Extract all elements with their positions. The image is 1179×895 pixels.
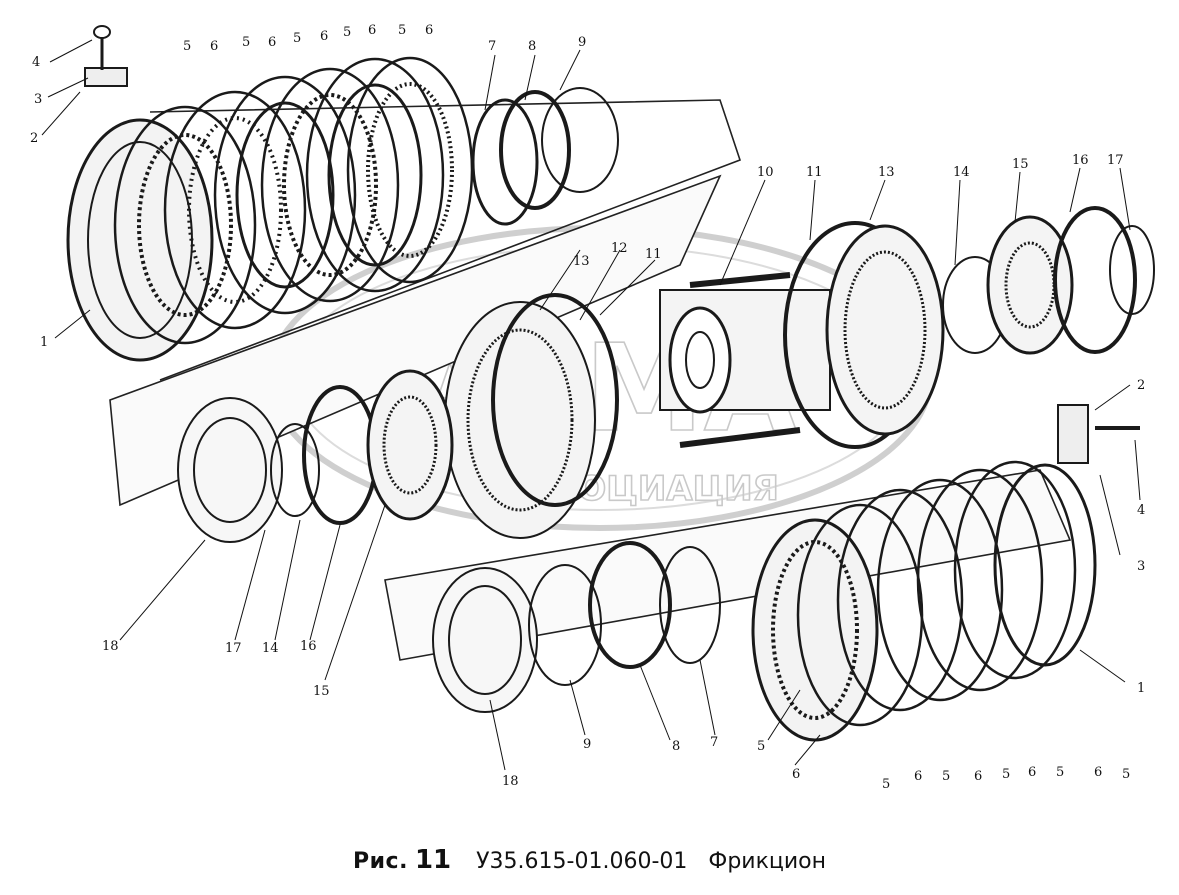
callout-13: 13 bbox=[573, 254, 590, 269]
callout-5: 5 bbox=[942, 769, 950, 784]
callout-12: 12 bbox=[611, 241, 628, 256]
callout-5: 5 bbox=[293, 31, 301, 46]
callout-6: 6 bbox=[368, 23, 376, 38]
callout-6: 6 bbox=[320, 29, 328, 44]
callout-17: 17 bbox=[225, 641, 242, 656]
middle-left-ring-group bbox=[177, 369, 454, 543]
callout-10: 10 bbox=[757, 165, 774, 180]
callout-18: 18 bbox=[102, 639, 119, 654]
callout-6: 6 bbox=[974, 769, 982, 784]
callout-8: 8 bbox=[672, 739, 680, 754]
callout-1: 1 bbox=[1137, 681, 1145, 696]
callout-4: 4 bbox=[32, 55, 40, 70]
callout-6: 6 bbox=[914, 769, 922, 784]
callout-17: 17 bbox=[1107, 153, 1124, 168]
top-right-piston-group bbox=[783, 206, 1155, 449]
callout-6: 6 bbox=[425, 23, 433, 38]
callout-14: 14 bbox=[262, 641, 279, 656]
figure-number: 11 bbox=[414, 845, 452, 875]
callout-5: 5 bbox=[398, 23, 406, 38]
callout-11: 11 bbox=[645, 247, 662, 262]
callout-5: 5 bbox=[343, 25, 351, 40]
callout-5: 5 bbox=[882, 777, 890, 792]
callout-7: 7 bbox=[488, 39, 496, 54]
top-left-disc-pack bbox=[66, 25, 474, 362]
part-name: Фрикцион bbox=[708, 849, 826, 874]
callout-3: 3 bbox=[34, 92, 42, 107]
callout-5: 5 bbox=[1122, 767, 1130, 782]
callout-2: 2 bbox=[1137, 378, 1145, 393]
callout-5: 5 bbox=[1056, 765, 1064, 780]
callout-6: 6 bbox=[268, 35, 276, 50]
callout-15: 15 bbox=[1012, 157, 1029, 172]
callout-5: 5 bbox=[1002, 767, 1010, 782]
callout-18: 18 bbox=[502, 774, 519, 789]
middle-piston-group bbox=[444, 293, 619, 539]
callout-9: 9 bbox=[583, 737, 591, 752]
callout-11: 11 bbox=[806, 165, 823, 180]
bottom-right-disc-pack bbox=[751, 404, 1140, 742]
figure-label: Рис. bbox=[353, 849, 408, 874]
callout-3: 3 bbox=[1137, 559, 1145, 574]
callout-labels: 4 3 2 1 5 6 5 6 5 6 5 6 5 6 7 8 9 10 11 … bbox=[30, 23, 1145, 792]
figure-caption: Рис. 11 У35.615-01.060-01 Фрикцион bbox=[0, 845, 1179, 875]
callout-6: 6 bbox=[1094, 765, 1102, 780]
callout-16: 16 bbox=[300, 639, 317, 654]
callout-8: 8 bbox=[528, 39, 536, 54]
callout-14: 14 bbox=[953, 165, 970, 180]
leader-lines bbox=[41, 39, 1141, 771]
callout-6: 6 bbox=[792, 767, 800, 782]
callout-6: 6 bbox=[1028, 765, 1036, 780]
callout-13: 13 bbox=[878, 165, 895, 180]
part-code: У35.615-01.060-01 bbox=[476, 849, 688, 874]
bottom-ring-group bbox=[432, 541, 721, 713]
top-snap-rings bbox=[471, 87, 619, 226]
callout-9: 9 bbox=[578, 35, 586, 50]
callout-6: 6 bbox=[210, 39, 218, 54]
callout-15: 15 bbox=[313, 684, 330, 699]
callout-7: 7 bbox=[710, 735, 718, 750]
callout-4: 4 bbox=[1137, 503, 1145, 518]
callout-5: 5 bbox=[242, 35, 250, 50]
callout-16: 16 bbox=[1072, 153, 1089, 168]
callout-5: 5 bbox=[757, 739, 765, 754]
callout-1: 1 bbox=[40, 335, 48, 350]
callout-5: 5 bbox=[183, 39, 191, 54]
callout-2: 2 bbox=[30, 131, 38, 146]
